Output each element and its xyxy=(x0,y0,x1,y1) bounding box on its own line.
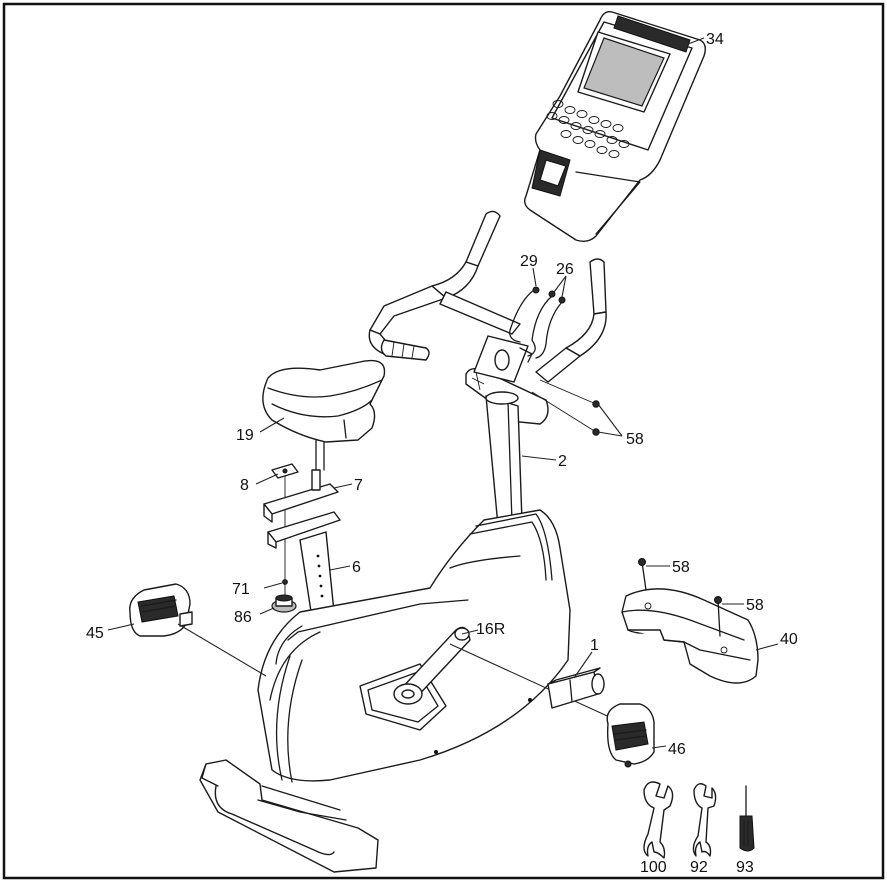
label-86: 86 xyxy=(234,609,252,626)
label-58-top: 58 xyxy=(626,431,644,448)
handlebar-part xyxy=(368,210,607,425)
label-29: 29 xyxy=(520,253,538,270)
label-45: 45 xyxy=(86,625,104,642)
label-26: 26 xyxy=(556,261,574,278)
label-16r: 16R xyxy=(476,621,505,638)
seat-slider-part xyxy=(263,469,341,549)
main-frame-part xyxy=(199,509,617,873)
label-58-mid: 58 xyxy=(672,559,690,576)
label-46: 46 xyxy=(668,741,686,758)
label-58-low: 58 xyxy=(746,597,764,614)
rear-cover-part xyxy=(621,588,759,684)
stabilizer-part xyxy=(547,667,605,709)
label-93: 93 xyxy=(736,859,754,876)
label-7: 7 xyxy=(354,477,363,494)
label-2: 2 xyxy=(558,453,567,470)
label-40: 40 xyxy=(780,631,798,648)
label-100: 100 xyxy=(640,859,667,876)
label-19: 19 xyxy=(236,427,254,444)
knob-part xyxy=(271,594,297,613)
leader-34 xyxy=(687,37,705,45)
label-6: 6 xyxy=(352,559,361,576)
right-pedal-part xyxy=(606,703,655,768)
console-part xyxy=(523,10,707,243)
label-8: 8 xyxy=(240,477,249,494)
seat-part xyxy=(262,359,386,471)
left-pedal-part xyxy=(129,583,193,637)
label-1: 1 xyxy=(590,637,599,654)
handlebar-post-part xyxy=(485,391,523,527)
label-34: 34 xyxy=(706,31,724,48)
label-92: 92 xyxy=(690,859,708,876)
wrench-100-tool xyxy=(643,781,674,859)
wrench-92-tool xyxy=(692,783,717,857)
label-71: 71 xyxy=(232,581,250,598)
screwdriver-93-tool xyxy=(739,785,755,852)
